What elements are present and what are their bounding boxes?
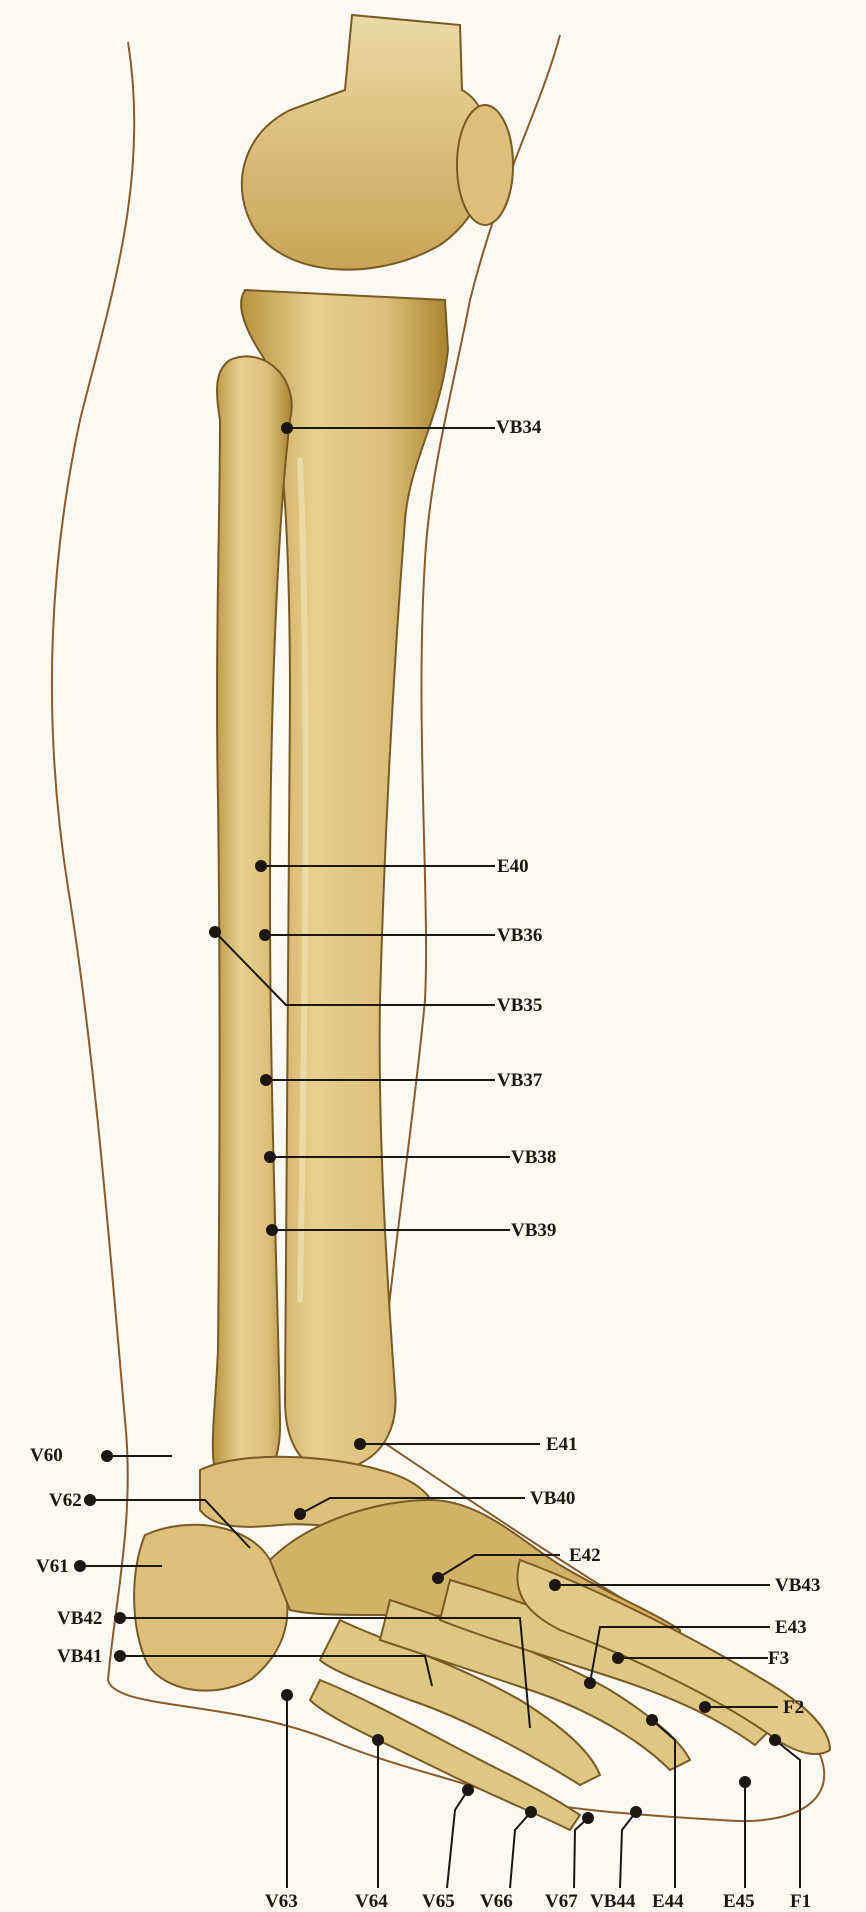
- point-label-e43: E43: [775, 1618, 807, 1637]
- point-marker-e42: [432, 1572, 444, 1584]
- point-marker-f2: [699, 1701, 711, 1713]
- point-label-e44: E44: [652, 1892, 684, 1911]
- point-label-vb34: VB34: [496, 418, 541, 437]
- point-label-v67: V67: [545, 1892, 578, 1911]
- point-marker-f3: [612, 1652, 624, 1664]
- point-label-vb42: VB42: [57, 1609, 102, 1628]
- leader-line-vb44: [620, 1812, 636, 1888]
- leader-line-v65: [447, 1790, 468, 1888]
- leader-line-vb41: [120, 1656, 432, 1686]
- point-label-vb39: VB39: [511, 1221, 556, 1240]
- point-marker-vb36: [259, 929, 271, 941]
- leader-line-vb35: [215, 932, 495, 1005]
- point-label-e40: E40: [497, 857, 529, 876]
- point-label-f2: F2: [783, 1698, 804, 1717]
- point-label-vb35: VB35: [497, 996, 542, 1015]
- point-marker-vb38: [264, 1151, 276, 1163]
- point-label-f1: F1: [790, 1892, 811, 1911]
- point-marker-vb34: [281, 422, 293, 434]
- point-marker-v61: [74, 1560, 86, 1572]
- point-marker-e44: [646, 1714, 658, 1726]
- leader-line-e44: [652, 1720, 675, 1888]
- point-label-e45: E45: [723, 1892, 755, 1911]
- point-marker-e40: [255, 860, 267, 872]
- point-label-vb38: VB38: [511, 1148, 556, 1167]
- point-marker-vb43: [549, 1579, 561, 1591]
- point-marker-vb35: [209, 926, 221, 938]
- point-marker-e43: [584, 1677, 596, 1689]
- point-label-vb37: VB37: [497, 1071, 542, 1090]
- point-marker-v65: [462, 1784, 474, 1796]
- point-marker-vb41: [114, 1650, 126, 1662]
- point-label-v65: V65: [422, 1892, 455, 1911]
- leader-line-vb42: [120, 1618, 530, 1728]
- leader-line-f1: [775, 1740, 800, 1888]
- point-marker-vb37: [260, 1074, 272, 1086]
- point-label-v63: V63: [265, 1892, 298, 1911]
- point-label-v66: V66: [480, 1892, 513, 1911]
- point-label-vb40: VB40: [530, 1489, 575, 1508]
- leader-line-v66: [510, 1812, 531, 1888]
- point-marker-v60: [101, 1450, 113, 1462]
- point-marker-v64: [372, 1734, 384, 1746]
- point-marker-e45: [739, 1776, 751, 1788]
- point-marker-vb39: [266, 1224, 278, 1236]
- point-marker-vb42: [114, 1612, 126, 1624]
- point-marker-v62: [84, 1494, 96, 1506]
- point-label-v64: V64: [355, 1892, 388, 1911]
- point-label-f3: F3: [768, 1649, 789, 1668]
- leader-line-vb40: [300, 1498, 525, 1514]
- leader-line-v67: [574, 1818, 588, 1888]
- leader-line-v62: [90, 1500, 250, 1548]
- point-marker-e41: [354, 1438, 366, 1450]
- point-label-v62: V62: [49, 1491, 82, 1510]
- point-label-vb41: VB41: [57, 1647, 102, 1666]
- point-marker-v63: [281, 1689, 293, 1701]
- point-marker-vb40: [294, 1508, 306, 1520]
- point-label-vb43: VB43: [775, 1576, 820, 1595]
- leader-line-e42: [438, 1555, 560, 1578]
- point-label-vb36: VB36: [497, 926, 542, 945]
- point-label-e42: E42: [569, 1546, 601, 1565]
- point-label-vb44: VB44: [590, 1892, 635, 1911]
- point-marker-v66: [525, 1806, 537, 1818]
- point-label-e41: E41: [546, 1435, 578, 1454]
- point-marker-f1: [769, 1734, 781, 1746]
- point-label-v61: V61: [36, 1557, 69, 1576]
- point-label-v60: V60: [30, 1446, 63, 1465]
- point-marker-v67: [582, 1812, 594, 1824]
- point-marker-vb44: [630, 1806, 642, 1818]
